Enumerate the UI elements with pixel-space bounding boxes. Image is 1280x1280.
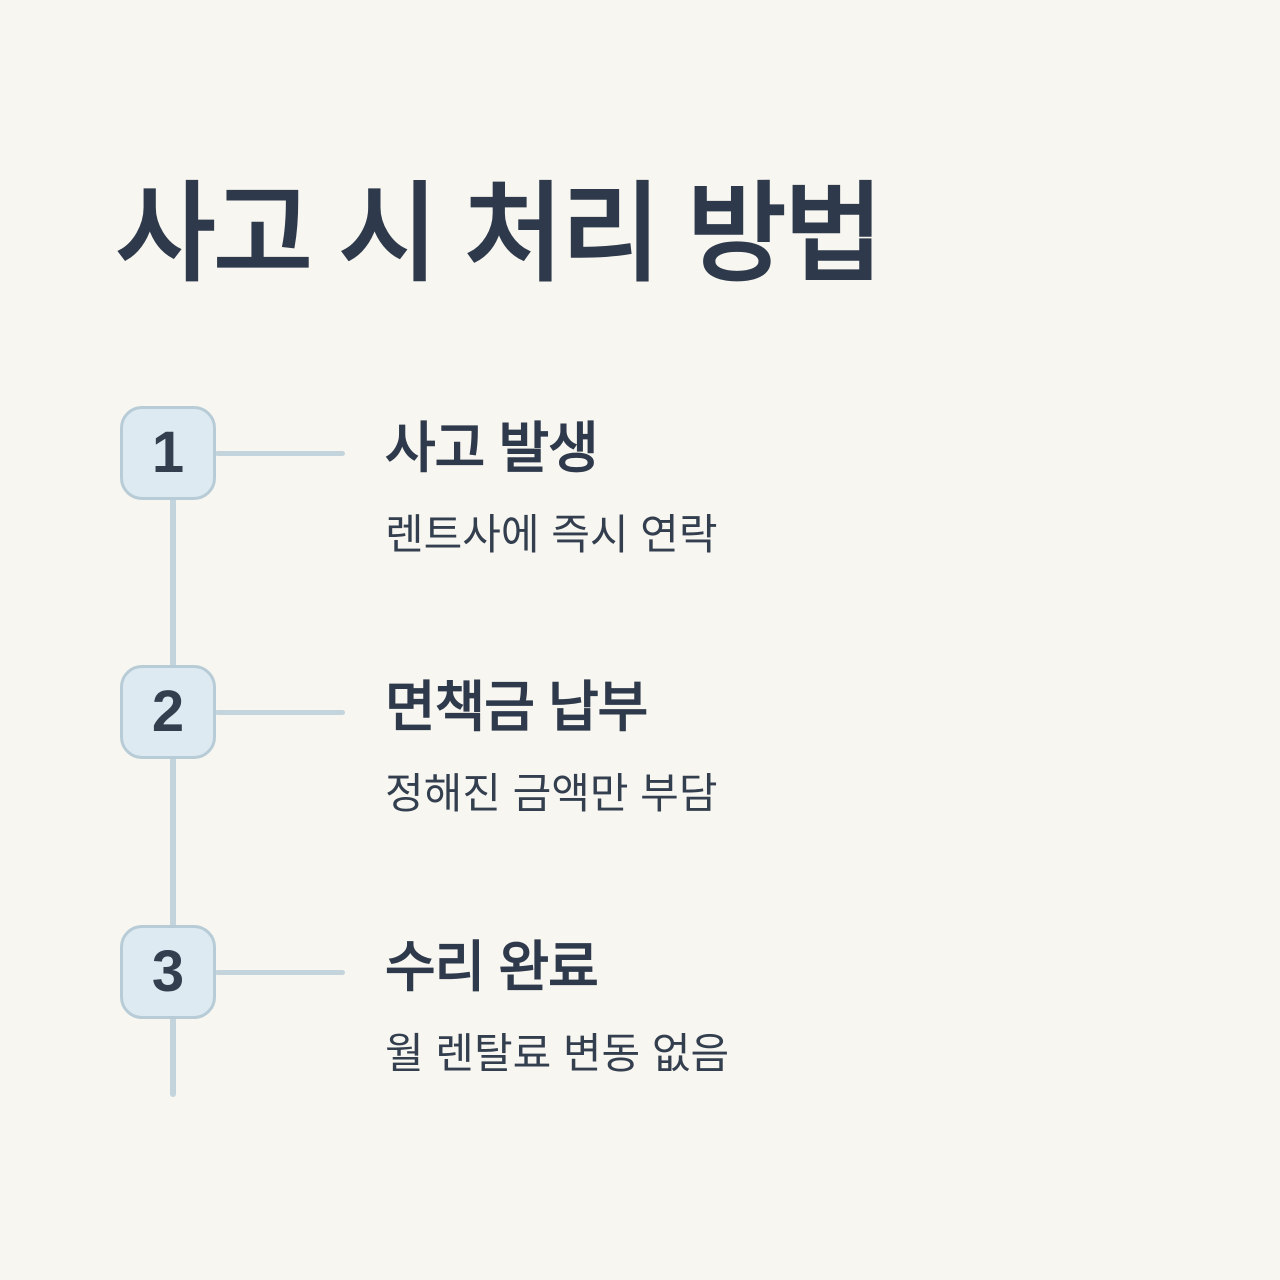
- step-1-number: 1: [151, 420, 185, 485]
- step-1-description: 렌트사에 즉시 연락: [385, 511, 718, 558]
- step-2-connector-line: [215, 710, 345, 715]
- step-3-number: 3: [151, 939, 185, 1004]
- page-title: 사고 시 처리 방법: [116, 173, 884, 294]
- step-1-title: 사고 발생: [385, 417, 599, 479]
- step-1-number-box: 1: [120, 406, 216, 500]
- step-1-connector-line: [215, 451, 345, 456]
- step-3-title: 수리 완료: [385, 936, 599, 998]
- step-2-title: 면책금 납부: [385, 676, 648, 738]
- step-3-number-box: 3: [120, 925, 216, 1019]
- timeline-step-3: 3 수리 완료 월 렌탈료 변동 없음: [120, 925, 1120, 1105]
- step-3-connector-line: [215, 970, 345, 975]
- step-2-number-box: 2: [120, 665, 216, 759]
- step-2-description: 정해진 금액만 부담: [385, 770, 718, 817]
- timeline-step-1: 1 사고 발생 렌트사에 즉시 연락: [120, 406, 1120, 586]
- timeline-vertical-line: [170, 455, 176, 1097]
- step-2-number: 2: [151, 679, 185, 744]
- timeline-step-2: 2 면책금 납부 정해진 금액만 부담: [120, 665, 1120, 845]
- step-3-description: 월 렌탈료 변동 없음: [385, 1030, 730, 1077]
